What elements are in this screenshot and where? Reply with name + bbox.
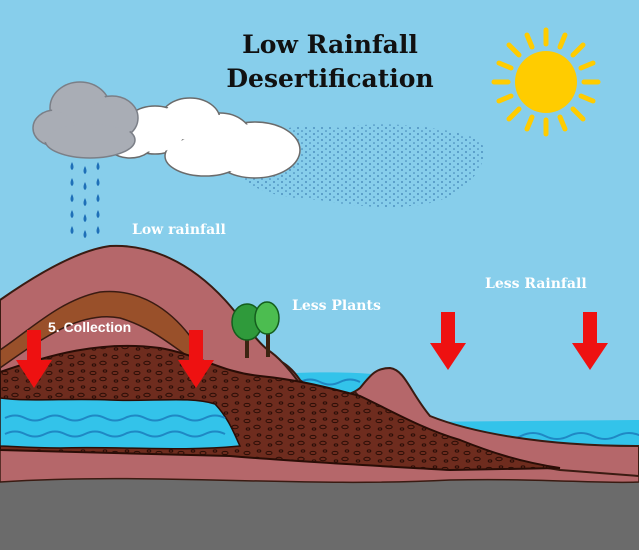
- bedrock-layer: [0, 478, 639, 550]
- less-plants-label: Less Plants: [292, 298, 381, 314]
- title-line-2: Desertification: [226, 64, 434, 93]
- collection-label: 5. Collection: [48, 319, 132, 335]
- less-rainfall-label: Less Rainfall: [485, 276, 587, 292]
- low-rainfall-label: Low rainfall: [132, 222, 226, 238]
- title-line-1: Low Rainfall: [242, 30, 418, 59]
- rain-drops: [70, 162, 100, 238]
- sun-icon: [491, 27, 601, 137]
- aquifer-water: [0, 397, 242, 450]
- trees-icon: [231, 301, 280, 358]
- red-down-arrows: [16, 312, 608, 388]
